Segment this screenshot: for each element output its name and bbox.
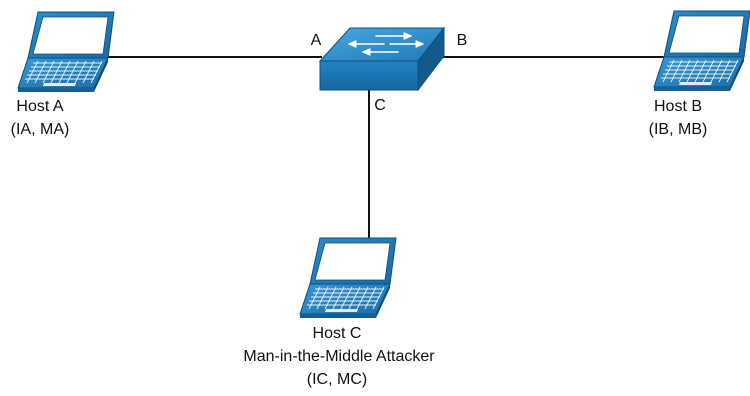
host-c-addresses: (IC, MC) [306, 371, 368, 388]
host-b-name: Host B [653, 98, 702, 115]
host-c-laptop-icon [299, 237, 397, 319]
switch-port-b-label: B [456, 32, 468, 49]
host-b-laptop-icon [653, 10, 750, 92]
switch-port-c-label: C [374, 97, 386, 114]
host-c-name: Host C [312, 325, 362, 342]
host-a-addresses: (IA, MA) [10, 121, 70, 138]
network-switch-icon [318, 26, 446, 92]
host-b-addresses: (IB, MB) [648, 121, 708, 138]
host-a-laptop-icon [17, 11, 115, 93]
host-c-role: Man-in-the-Middle Attacker [243, 348, 435, 365]
switch-port-a-label: A [310, 32, 322, 49]
host-a-name: Host A [16, 98, 64, 115]
